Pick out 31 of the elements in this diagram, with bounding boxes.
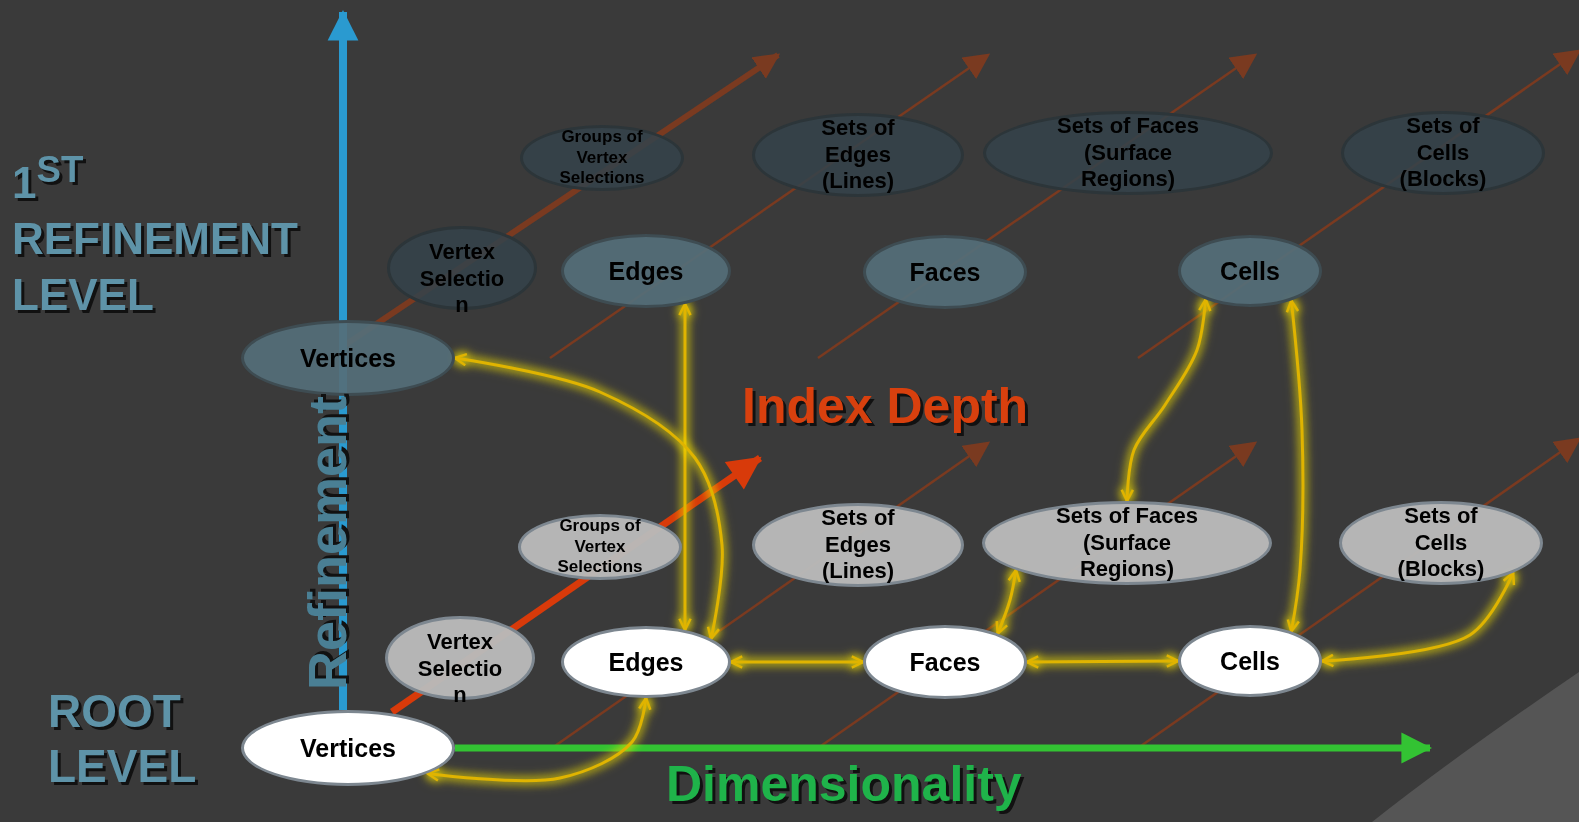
double-arrow [729,655,865,669]
double-arrow [1025,654,1180,669]
node-label: Sets of Edges (Lines) [820,505,896,585]
node-label: Sets of Cells (Blocks) [1398,113,1488,193]
node-label: Cells [1219,646,1281,676]
node-label: Vertices [299,343,397,373]
double-arrow [1320,571,1516,668]
axis-label: 1$^{ST}$ REFINEMENT LEVEL [12,148,299,321]
double-arrow [1285,299,1305,633]
axis-label: Index Depth [742,378,1030,436]
double-arrow [678,302,692,632]
node-label: Sets of Faces (Surface Regions) [1055,503,1199,583]
node-label: Sets of Faces (Surface Regions) [1056,113,1200,193]
node-label: Faces [908,257,982,287]
node-label: Vertices [299,733,397,763]
double-arrow [453,352,724,641]
node-label: Edges [607,256,685,286]
axis-label: ROOT LEVEL [48,684,198,794]
axis-label: Refinement [296,394,358,690]
double-arrow [1120,298,1212,503]
node-label: Sets of Edges (Lines) [820,115,896,195]
node-label: Sets of Cells (Blocks) [1396,503,1486,583]
node-label: Edges [607,647,685,677]
axis-label: Dimensionality [666,756,1023,814]
node-label: Groups of Vertex Selections [558,127,646,189]
double-arrow [995,568,1021,635]
node-label: Faces [908,647,982,677]
node-label: Cells [1219,256,1281,286]
node-label: Groups of Vertex Selections [556,516,644,578]
node-label: Vertex Selectio n [418,239,506,319]
double-arrow [426,696,652,783]
